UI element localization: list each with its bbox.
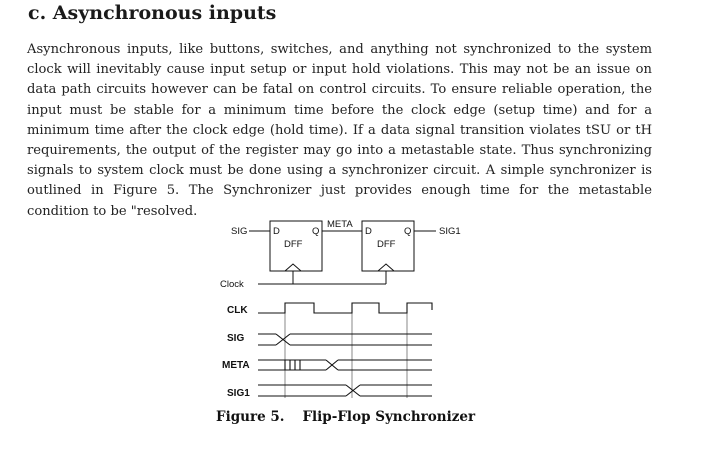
schematic xyxy=(249,220,436,285)
dff1-box xyxy=(269,220,323,272)
timing-label-sig: SIG xyxy=(227,333,244,344)
clk-waveform xyxy=(258,302,433,314)
sig-input-label: SIG xyxy=(231,226,247,237)
dff2-q-pin: Q xyxy=(404,226,411,237)
meta-waveform xyxy=(258,359,432,371)
dff1-d-pin: D xyxy=(273,226,280,237)
body-paragraph: Asynchronous inputs, like buttons, switc… xyxy=(27,42,652,219)
timing-label-sig1: SIG1 xyxy=(227,388,250,399)
dff1-q-pin: Q xyxy=(312,226,319,237)
figure-number: Figure 5. xyxy=(216,409,285,425)
dff2-name: DFF xyxy=(377,239,396,250)
sig1-output-label: SIG1 xyxy=(439,226,461,237)
dff2-box xyxy=(361,220,415,272)
sig-waveform xyxy=(258,333,432,346)
timing-label-meta: META xyxy=(222,360,250,371)
clock-edge-guides xyxy=(284,303,408,398)
schematic-labels: SIG D Q DFF META D Q DFF SIG1 Clock xyxy=(220,219,461,290)
dff1-name: DFF xyxy=(284,239,303,250)
clock-label: Clock xyxy=(220,279,244,290)
figure-title: Flip-Flop Synchronizer xyxy=(302,409,476,425)
section-heading: c. Asynchronous inputs xyxy=(28,2,277,24)
dff2-d-pin: D xyxy=(365,226,372,237)
figure-caption: Figure 5. Flip-Flop Synchronizer xyxy=(216,409,475,425)
sig1-waveform xyxy=(258,384,432,397)
meta-wire-label: META xyxy=(327,219,353,230)
timing-label-clk: CLK xyxy=(227,305,248,316)
timing-labels: CLK SIG META SIG1 xyxy=(222,305,250,399)
